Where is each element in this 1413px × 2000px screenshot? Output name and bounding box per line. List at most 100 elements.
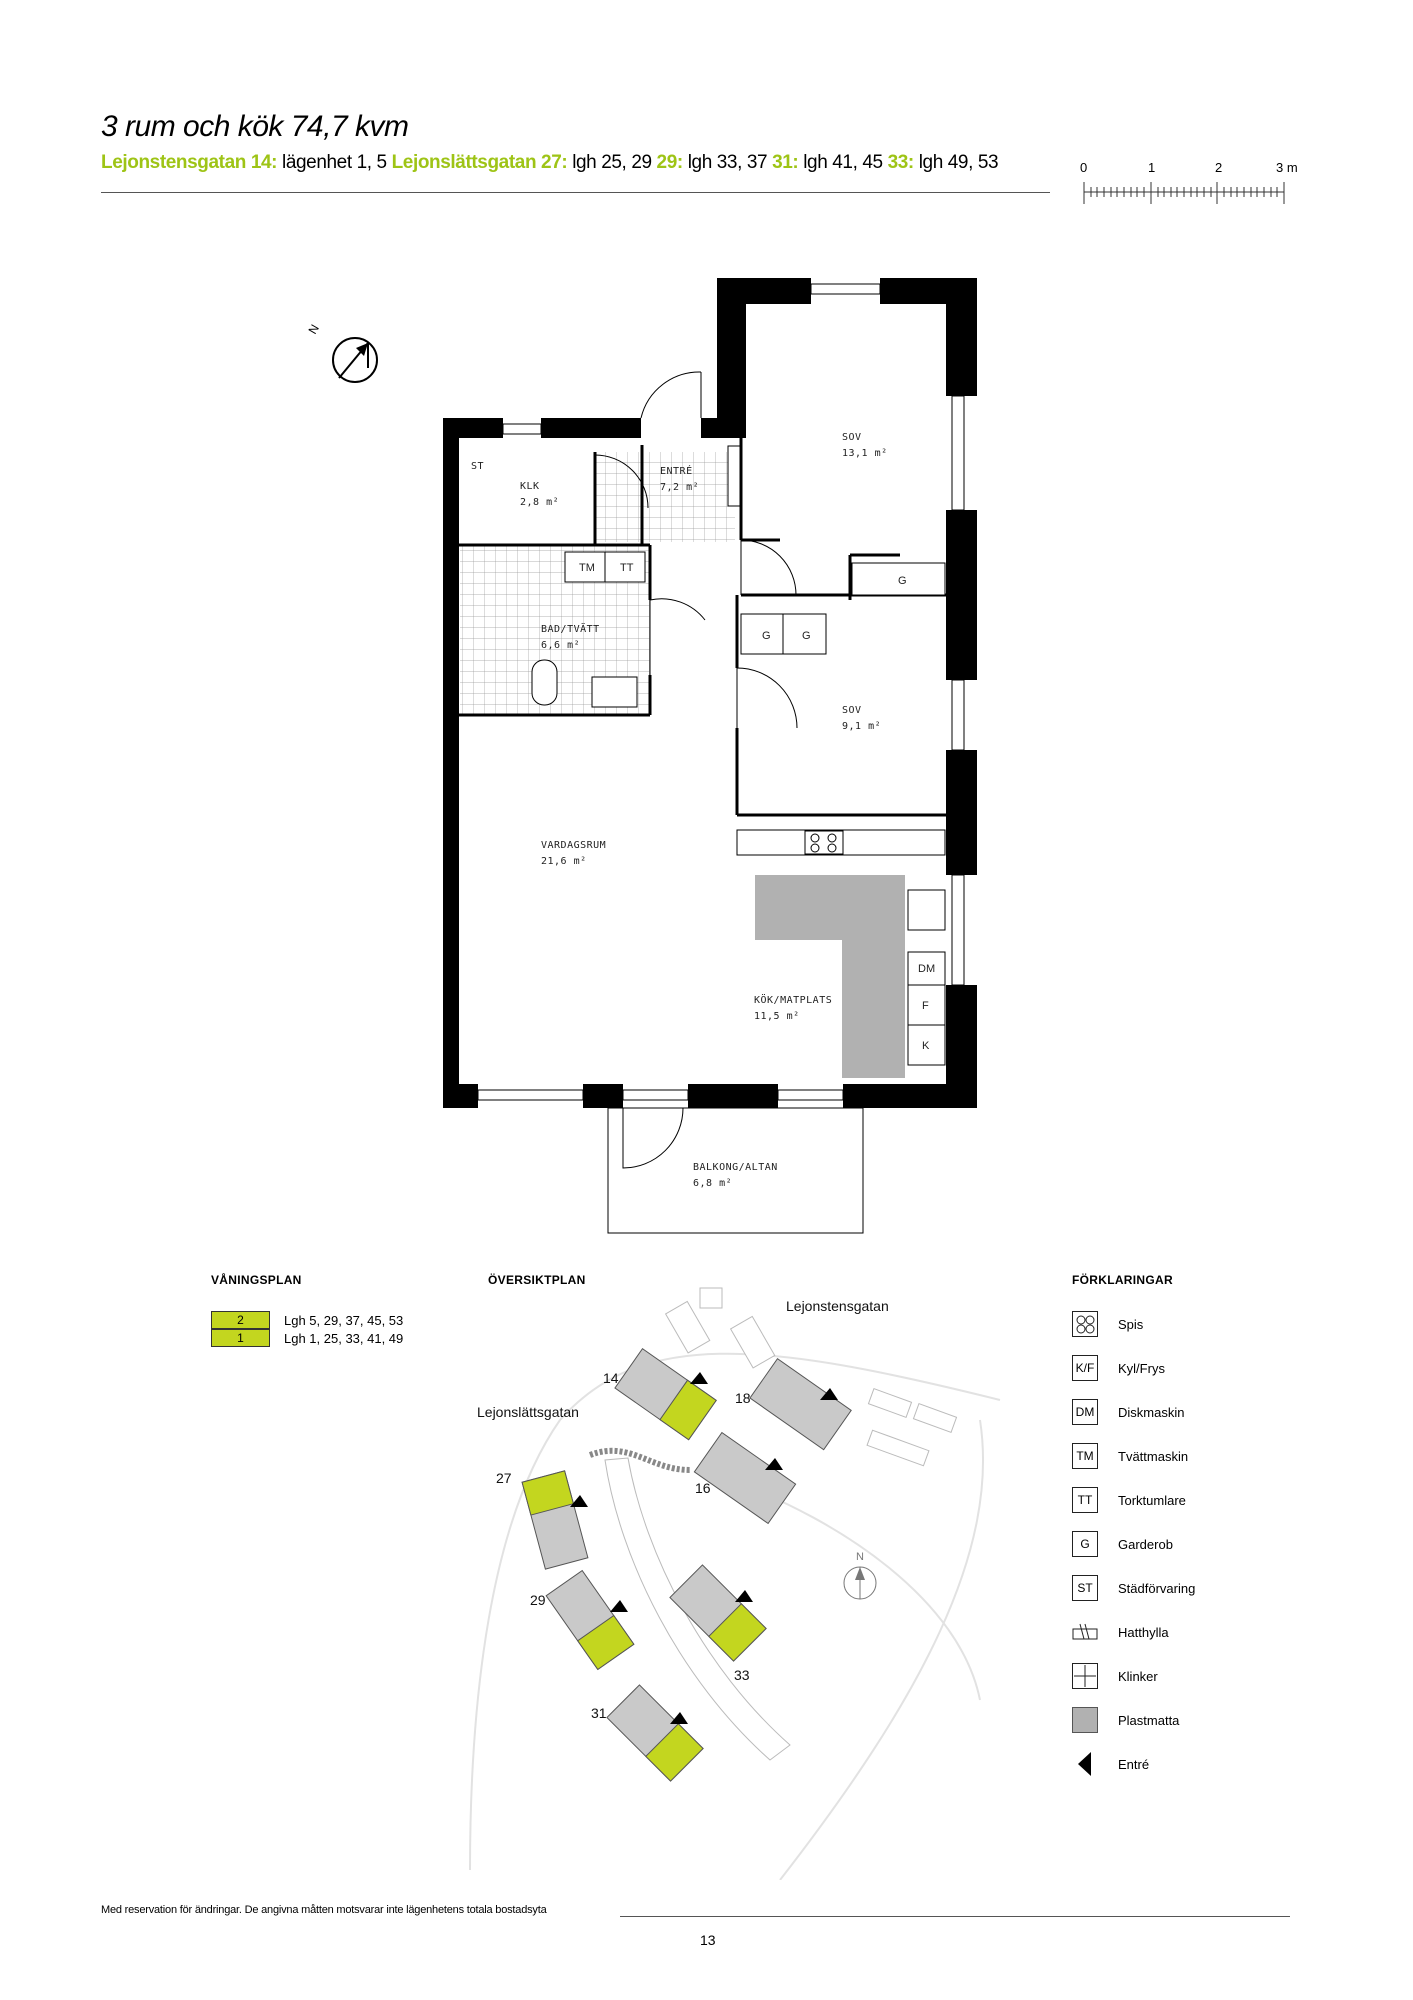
room-area: 7,2 m² (660, 482, 699, 493)
floor-badge: 1 (211, 1329, 270, 1347)
floor-units: Lgh 5, 29, 37, 45, 53 (284, 1312, 404, 1328)
tvattmaskin-icon: TM (1072, 1443, 1098, 1469)
kyl-frys-icon: K/F (1072, 1355, 1098, 1381)
overview-north-icon: N (843, 1551, 877, 1600)
legend-heading: FÖRKLARINGAR (1072, 1273, 1173, 1287)
room-name: VARDAGSRUM (541, 840, 606, 851)
legend-label: Garderob (1118, 1536, 1173, 1552)
room-name: ST (471, 461, 484, 472)
fixture-label: G (762, 630, 771, 642)
entre-icon (1072, 1751, 1098, 1777)
scale-tick-label: 3 m (1276, 160, 1298, 175)
unit-list: lgh 41, 45 (803, 152, 883, 173)
scale-tick-label: 0 (1080, 160, 1088, 175)
legend-label: Spis (1118, 1316, 1144, 1332)
building-number: 27 (496, 1470, 512, 1486)
plastmatta-icon (1072, 1707, 1098, 1733)
fixture-label: G (802, 630, 811, 642)
street-label: Lejonslättsgatan (477, 1404, 579, 1420)
legend-label: Klinker (1118, 1668, 1158, 1684)
garderob-icon: G (1072, 1531, 1098, 1557)
north-arrow-icon: N (305, 322, 378, 383)
building-number: 29 (530, 1592, 546, 1608)
torktumlare-icon: TT (1072, 1487, 1098, 1513)
room-area: 13,1 m² (842, 448, 888, 459)
overview-heading: ÖVERSIKTPLAN (488, 1273, 586, 1287)
room-area: 9,1 m² (842, 721, 881, 732)
fixture-label: TT (620, 562, 634, 574)
page-title: 3 rum och kök 74,7 kvm (101, 110, 409, 143)
legend-item: Hatthylla (1072, 1618, 1272, 1646)
room-name: BAD/TVÄTT (541, 622, 600, 635)
legend-item: Klinker (1072, 1662, 1272, 1690)
fixtures (531, 445, 946, 1066)
room-name: BALKONG/ALTAN (693, 1162, 778, 1173)
legend-item: G Garderob (1072, 1530, 1272, 1558)
room-area: 2,8 m² (520, 497, 559, 508)
legend-item: DM Diskmaskin (1072, 1398, 1272, 1426)
room-name: ENTRÉ (660, 464, 693, 477)
building-number: 16 (695, 1480, 711, 1496)
address-line: Lejonstensgatan 14: lägenhet 1, 5 Lejons… (101, 152, 999, 174)
street-label: 29: (656, 152, 684, 173)
floor-badge: 2 (211, 1311, 270, 1329)
scale-tick-label: 1 (1148, 160, 1156, 175)
diskmaskin-icon: DM (1072, 1399, 1098, 1425)
floor-plan-heading: VÅNINGSPLAN (211, 1273, 302, 1287)
legend-label: Torktumlare (1118, 1492, 1186, 1508)
legend-label: Tvättmaskin (1118, 1448, 1189, 1464)
balcony-outline (607, 1107, 864, 1234)
north-label: N (305, 322, 321, 337)
legend-item: Plastmatta (1072, 1706, 1272, 1734)
legend-item: Entré (1072, 1750, 1272, 1778)
fixture-label: F (922, 1000, 929, 1012)
kitchen-floor-plastmatta (755, 875, 905, 1078)
stadforvaring-icon: ST (1072, 1575, 1098, 1601)
fixture-label: DM (918, 963, 935, 975)
room-name: SOV (842, 432, 862, 443)
scale-ruler (1083, 182, 1285, 204)
legend-item: Spis (1072, 1310, 1272, 1338)
legend-item: ST Städförvaring (1072, 1574, 1272, 1602)
floor-table: 2 Lgh 5, 29, 37, 45, 53 1 Lgh 1, 25, 33,… (211, 1311, 403, 1347)
entrance-floor-tiles (595, 452, 735, 542)
footer-disclaimer: Med reservation för ändringar. De angivn… (101, 1904, 547, 1916)
legend-label: Entré (1118, 1756, 1150, 1772)
unit-list: lgh 25, 29 (572, 152, 652, 173)
street-label: Lejonstensgatan 14: (101, 152, 278, 173)
street-label: 31: (772, 152, 799, 173)
building-number: 14 (603, 1370, 619, 1386)
legend-item: TM Tvättmaskin (1072, 1442, 1272, 1470)
scale-tick-label: 2 (1215, 160, 1223, 175)
building-number: 33 (734, 1667, 750, 1683)
footer-divider (620, 1916, 1290, 1917)
fixture-label: TM (579, 562, 595, 574)
legend-label: Plastmatta (1118, 1712, 1180, 1728)
legend-label: Städförvaring (1118, 1580, 1196, 1596)
room-name: KLK (520, 481, 540, 492)
klinker-icon (1072, 1663, 1098, 1689)
room-area: 6,8 m² (693, 1178, 732, 1189)
legend-label: Kyl/Frys (1118, 1360, 1165, 1376)
hatthylla-icon (1072, 1619, 1098, 1645)
exterior-walls (443, 278, 977, 1108)
floor-row: 1 Lgh 1, 25, 33, 41, 49 (211, 1329, 403, 1347)
building-number: 31 (591, 1705, 607, 1721)
room-area: 21,6 m² (541, 856, 587, 867)
fixture-label: G (898, 575, 907, 587)
floor-plan: N (305, 278, 977, 1234)
fixture-label: K (922, 1040, 930, 1052)
legend-label: Hatthylla (1118, 1624, 1169, 1640)
street-label: 33: (887, 152, 915, 173)
unit-list: lgh 49, 53 (918, 152, 999, 173)
floor-units: Lgh 1, 25, 33, 41, 49 (284, 1330, 404, 1346)
overview-north-label: N (856, 1551, 864, 1563)
street-label: Lejonslättsgatan 27: (391, 152, 568, 173)
room-area: 6,6 m² (541, 640, 580, 651)
legend: Spis K/F Kyl/Frys DM Diskmaskin TM Tvätt… (1072, 1310, 1272, 1794)
scale-bar: 0 1 2 3 m (1080, 160, 1300, 210)
room-name: KÖK/MATPLATS (754, 993, 832, 1006)
floor-row: 2 Lgh 5, 29, 37, 45, 53 (211, 1311, 403, 1329)
room-name: SOV (842, 705, 862, 716)
windows (477, 283, 965, 1101)
